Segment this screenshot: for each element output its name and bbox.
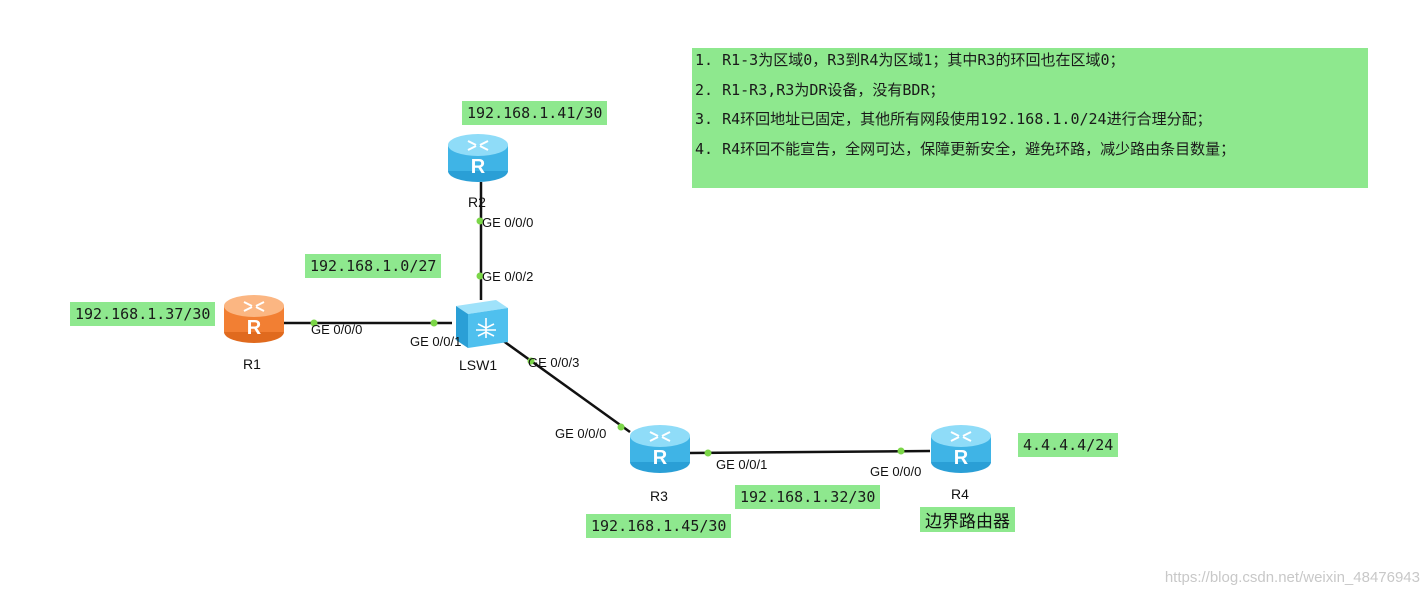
port-dot — [527, 357, 535, 365]
port-label-r1-g000: GE 0/0/0 — [311, 322, 363, 337]
port-dot — [310, 319, 318, 327]
edge-router-label: 边界路由器 — [920, 507, 1015, 532]
device-name-r2: R2 — [468, 194, 486, 210]
device-name-lsw1: LSW1 — [459, 357, 498, 373]
device-name-r1: R1 — [243, 356, 261, 372]
subnet-label-r1-loopback: 192.168.1.37/30 — [70, 302, 216, 326]
port-label-r3-g000: GE 0/0/0 — [555, 426, 607, 441]
subnet-label-r3-r4: 192.168.1.32/30 — [735, 485, 881, 509]
svg-text:R: R — [954, 447, 969, 469]
router-r3-icon[interactable]: R — [628, 422, 692, 476]
port-dot — [476, 217, 484, 225]
svg-text:R: R — [653, 447, 668, 469]
device-name-r4: R4 — [951, 486, 969, 502]
switch-lsw1-icon[interactable] — [450, 296, 512, 350]
link-lsw1-r3 — [501, 338, 631, 434]
port-label-lsw-g003: GE 0/0/3 — [528, 355, 580, 370]
note-item-3: 3. R4环回地址已固定，其他所有网段使用192.168.1.0/24进行合理分… — [695, 110, 1212, 128]
port-label-lsw-g002: GE 0/0/2 — [482, 269, 534, 284]
port-dot — [897, 447, 905, 455]
requirements-notes: 1. R1-3为区域0，R3到R4为区域1；其中R3的环回也在区域0； 2. R… — [692, 48, 1368, 188]
router-r1-icon[interactable]: R — [222, 292, 286, 346]
svg-text:R: R — [247, 317, 262, 339]
note-item-2: 2. R1-R3,R3为DR设备，没有BDR； — [695, 80, 945, 99]
device-name-r3: R3 — [650, 488, 668, 504]
port-dot — [430, 319, 438, 327]
port-label-r2-g000: GE 0/0/0 — [482, 215, 534, 230]
watermark: https://blog.csdn.net/weixin_48476943 — [1164, 569, 1420, 586]
subnet-label-lan: 192.168.1.0/27 — [305, 254, 442, 278]
router-r2-icon[interactable]: R — [446, 131, 510, 185]
port-dot — [704, 449, 712, 457]
port-dot — [617, 423, 625, 431]
note-item-1: 1. R1-3为区域0，R3到R4为区域1；其中R3的环回也在区域0； — [695, 51, 1125, 69]
svg-text:R: R — [471, 156, 486, 178]
port-label-r4-g000: GE 0/0/0 — [870, 464, 922, 479]
note-item-4: 4. R4环回不能宣告，全网可达，保障更新安全，避免环路，减少路由条目数量； — [695, 139, 1236, 158]
subnet-label-r4-loopback: 4.4.4.4/24 — [1018, 433, 1119, 457]
router-r4-icon[interactable]: R — [929, 422, 993, 476]
subnet-label-r3-loopback: 192.168.1.45/30 — [586, 514, 732, 538]
subnet-label-r2-loopback: 192.168.1.41/30 — [462, 101, 608, 125]
port-label-lsw-g001: GE 0/0/1 — [410, 334, 462, 349]
port-label-r3-g001: GE 0/0/1 — [716, 457, 768, 472]
link-r3-r4 — [689, 449, 931, 455]
port-dot — [476, 272, 484, 280]
